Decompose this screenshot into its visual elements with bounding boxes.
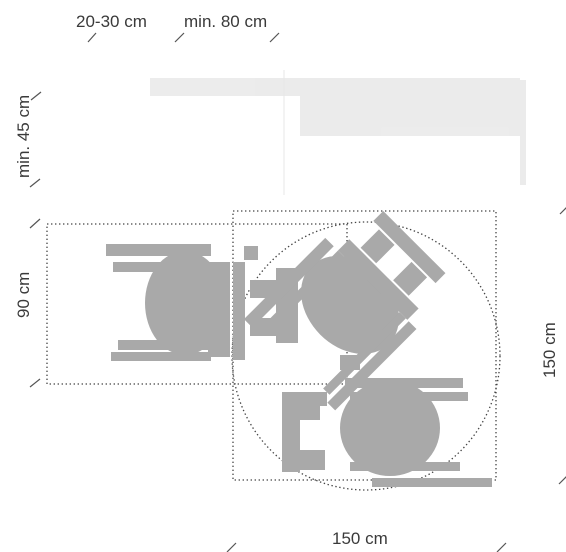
tick-mark bbox=[269, 32, 280, 43]
turning-width-label: 150 cm bbox=[332, 529, 388, 548]
tick-mark bbox=[174, 32, 185, 43]
wheelchair-rotated-icon bbox=[243, 210, 446, 411]
side-clearance-label: 20-30 cm bbox=[76, 12, 147, 31]
tick-mark bbox=[496, 542, 507, 552]
turning-circle bbox=[231, 221, 501, 491]
depth-clearance-label: min. 45 cm bbox=[14, 95, 33, 178]
tick-mark bbox=[30, 91, 42, 101]
background-texture bbox=[150, 70, 526, 195]
tick-mark bbox=[558, 476, 566, 485]
wheelchair-bottom-icon bbox=[282, 355, 492, 487]
turning-height-label: 150 cm bbox=[540, 322, 559, 378]
tick-mark bbox=[29, 218, 41, 229]
tick-mark bbox=[87, 32, 97, 43]
wheelchair-length-label: 90 cm bbox=[14, 272, 33, 318]
tick-mark bbox=[29, 178, 41, 188]
tick-mark bbox=[226, 542, 237, 552]
tick-mark bbox=[559, 207, 566, 215]
front-clearance-label: min. 80 cm bbox=[184, 12, 267, 31]
tick-mark bbox=[29, 378, 41, 388]
